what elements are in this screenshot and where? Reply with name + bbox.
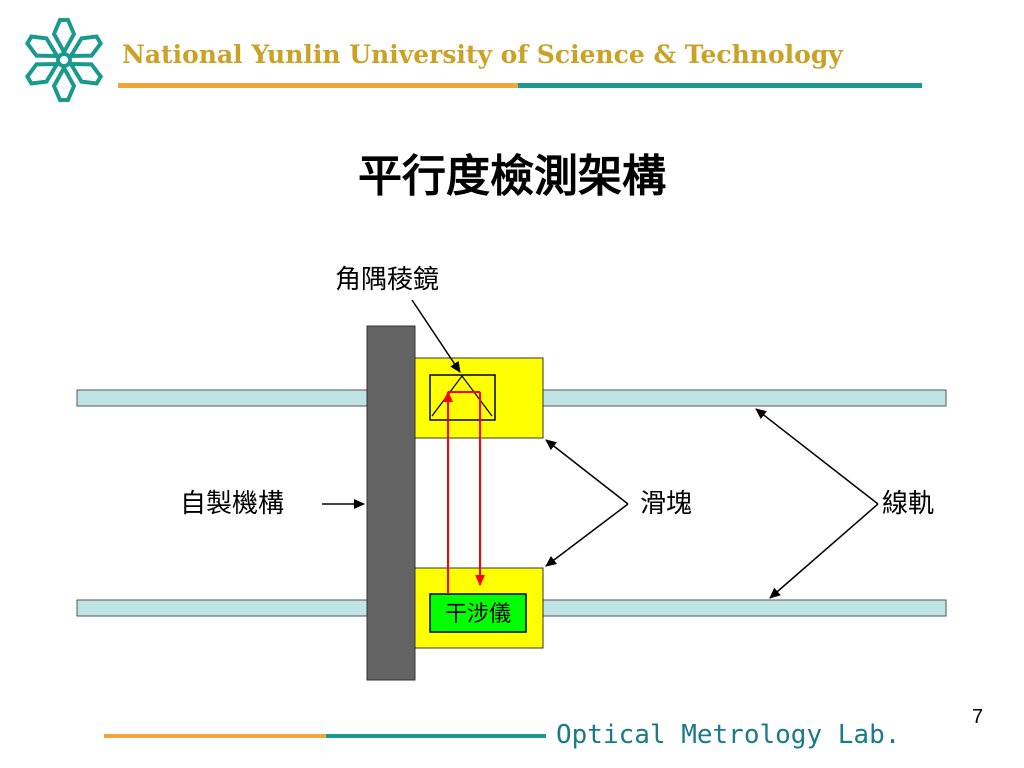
header-divider-teal xyxy=(518,83,922,88)
footer-divider-orange xyxy=(104,734,326,738)
corner-cube-apex xyxy=(431,375,493,417)
corner-cube-arrow xyxy=(411,299,461,373)
custom-mechanism-column xyxy=(366,325,416,681)
header-divider-orange xyxy=(118,83,518,88)
interferometer-label: 干涉儀 xyxy=(445,602,511,627)
linear-rail-label: 線軌 xyxy=(882,489,934,519)
interferometer-box xyxy=(429,593,527,633)
footer-divider-teal xyxy=(326,734,546,738)
lab-name: Optical Metrology Lab. xyxy=(556,720,901,750)
university-logo-icon xyxy=(24,18,104,102)
slider-label: 滑塊 xyxy=(640,489,692,519)
slide-title: 平行度檢測架構 xyxy=(358,151,666,202)
linear-rail-arrow-top xyxy=(755,408,879,505)
university-name: National Yunlin University of Science & … xyxy=(122,40,843,69)
linear-rail-arrow-bottom xyxy=(769,503,879,599)
slider-arrow-bottom xyxy=(545,503,629,567)
slider-arrow-top xyxy=(545,439,629,505)
page-number: 7 xyxy=(972,706,984,728)
corner-cube-prism xyxy=(429,374,496,421)
custom-mechanism-label: 自製機構 xyxy=(180,489,284,519)
corner-cube-label: 角隅稜鏡 xyxy=(335,265,439,295)
